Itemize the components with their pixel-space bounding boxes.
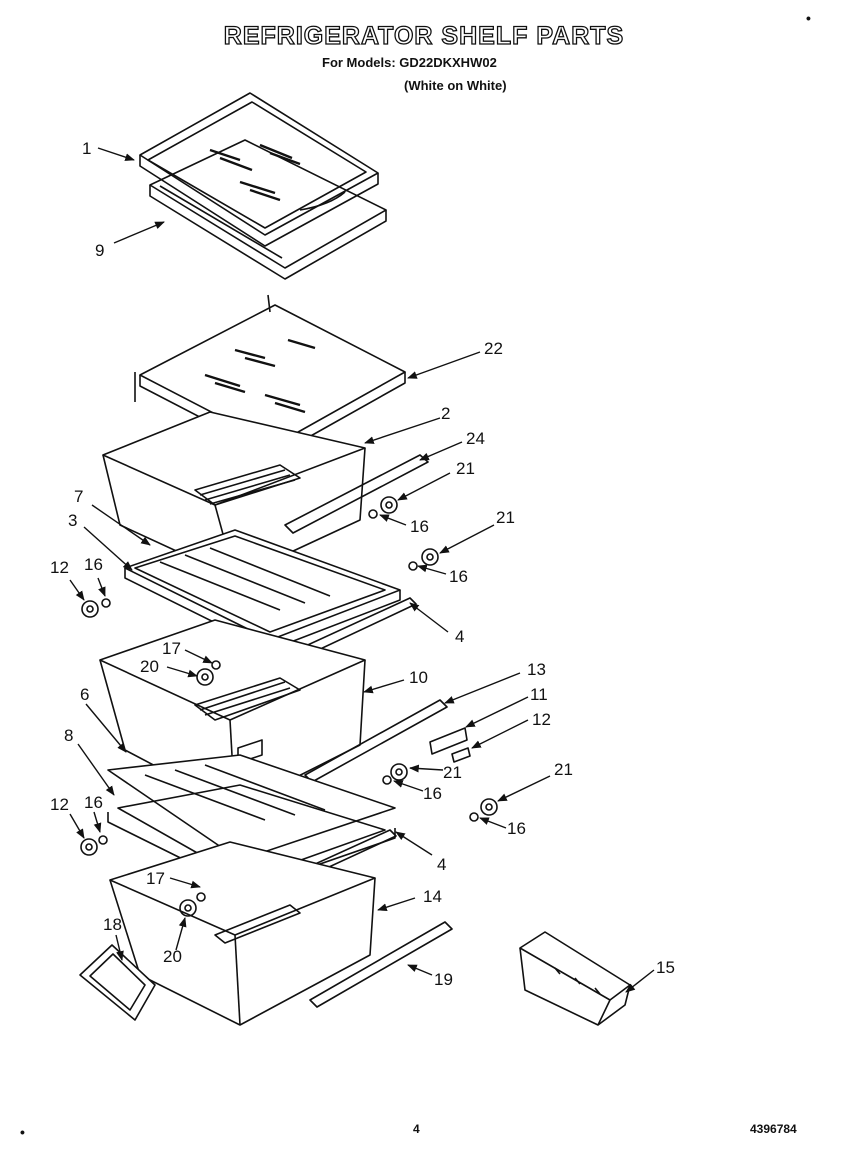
callout-12: 12 (532, 710, 551, 729)
bracket-part-11 (429, 727, 468, 755)
lower-drawer-rail (304, 699, 448, 783)
callout-18: 18 (103, 915, 122, 934)
callout-21: 21 (443, 763, 462, 782)
callout-21: 21 (554, 760, 573, 779)
crisper-cover-shelf (134, 294, 406, 457)
callout-1: 1 (82, 139, 91, 158)
callout-16: 16 (84, 555, 103, 574)
corner-mark: • (806, 10, 811, 26)
callout-16: 16 (84, 793, 103, 812)
callout-16: 16 (410, 517, 429, 536)
callout-21: 21 (456, 459, 475, 478)
callout-7: 7 (74, 487, 83, 506)
upper-drawer-cover (124, 529, 417, 668)
models-line: For Models: GD22DKXHW02 (322, 55, 497, 70)
callout-16: 16 (449, 567, 468, 586)
callout-17: 17 (162, 639, 181, 658)
callout-21: 21 (496, 508, 515, 527)
glass-shelf-top (139, 92, 379, 247)
callout-19: 19 (434, 970, 453, 989)
callout-22: 22 (484, 339, 503, 358)
callout-4: 4 (437, 855, 446, 874)
callout-11: 11 (530, 685, 548, 704)
callout-20: 20 (163, 947, 182, 966)
page-number: 4 (413, 1122, 420, 1136)
label-plate (79, 944, 156, 1021)
bracket-part-12 (451, 747, 471, 763)
leader-lines (69, 147, 655, 993)
upper-drawer-rail (284, 454, 429, 534)
callout-20: 20 (140, 657, 159, 676)
callout-12: 12 (50, 795, 69, 814)
document-part-number: 4396784 (750, 1122, 797, 1136)
shelf-frame-top (149, 139, 387, 280)
callout-13: 13 (527, 660, 546, 679)
callout-14: 14 (423, 887, 442, 906)
callout-16: 16 (507, 819, 526, 838)
callout-2: 2 (441, 404, 450, 423)
callout-15: 15 (656, 958, 675, 977)
callout-labels: 1 9 22 2 24 21 16 7 3 21 16 12 16 4 17 2… (50, 139, 675, 989)
callout-12: 12 (50, 558, 69, 577)
corner-mark: • (20, 1124, 25, 1140)
callout-10: 10 (409, 668, 428, 687)
bottom-drawer-rail (309, 921, 453, 1008)
callout-3: 3 (68, 511, 77, 530)
bottom-meat-pan (109, 841, 376, 1026)
callout-6: 6 (80, 685, 89, 704)
callout-8: 8 (64, 726, 73, 745)
storage-bin (519, 931, 631, 1026)
page-title: REFRIGERATOR SHELF PARTS (223, 21, 625, 50)
callout-24: 24 (466, 429, 485, 448)
callout-17: 17 (146, 869, 165, 888)
callout-16: 16 (423, 784, 442, 803)
callout-4: 4 (455, 627, 464, 646)
variant-line: (White on White) (404, 78, 507, 93)
callout-9: 9 (95, 241, 104, 260)
